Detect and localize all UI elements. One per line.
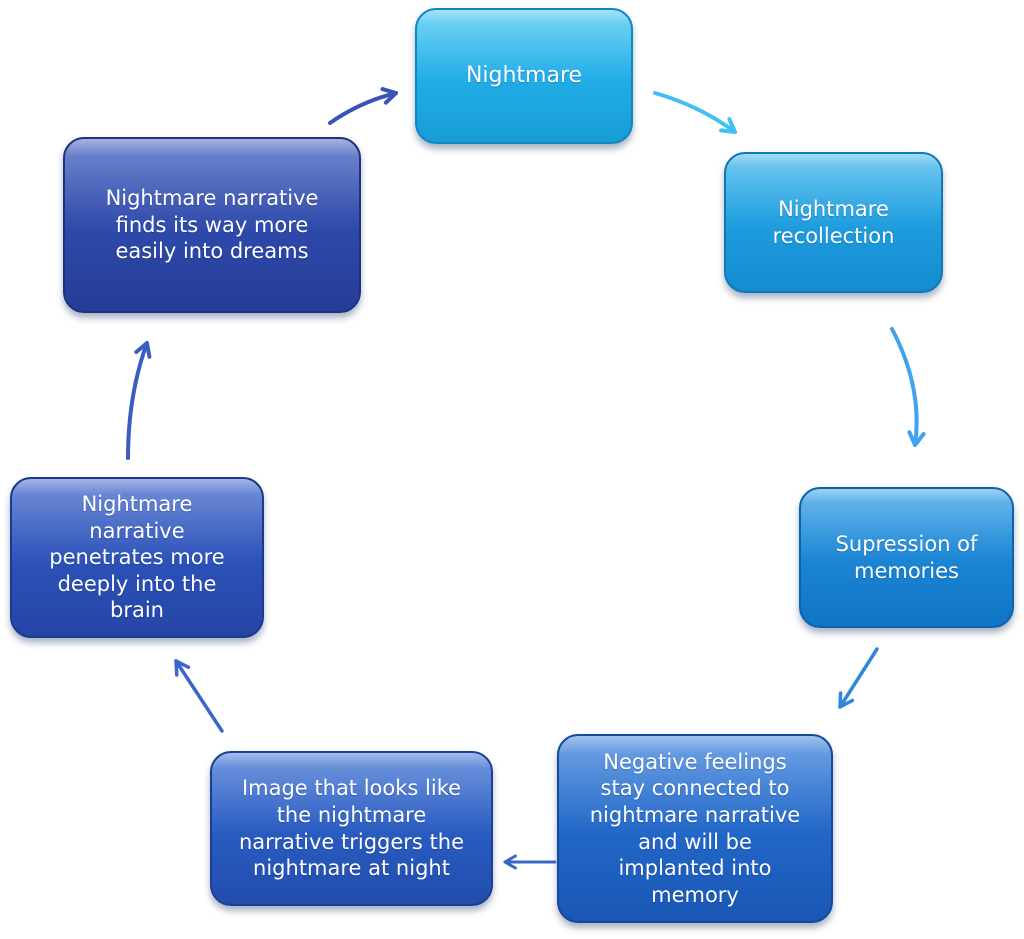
arrow-nightmare-to-recollection	[653, 91, 737, 134]
node-nightmare: Nightmare	[415, 8, 633, 144]
node-label: Image that looks like the nightmare narr…	[238, 776, 465, 881]
arrow-recollection-to-supression	[890, 327, 926, 447]
arrow-dreams-to-nightmare	[328, 87, 398, 125]
arrow-supression-to-negative-feelings	[838, 647, 879, 709]
node-label: Nightmare recollection	[772, 196, 895, 248]
node-label: Supression of memories	[835, 531, 978, 583]
node-narrative-into-dreams: Nightmare narrative finds its way more e…	[63, 137, 361, 313]
node-image-triggers-nightmare: Image that looks like the nightmare narr…	[210, 751, 493, 906]
node-narrative-penetrates-brain: Nightmare narrative penetrates more deep…	[10, 477, 264, 638]
arrow-image-to-penetrates	[174, 659, 224, 733]
node-nightmare-recollection: Nightmare recollection	[724, 152, 943, 293]
node-label: Negative feelings stay connected to nigh…	[589, 749, 801, 907]
arrow-penetrates-to-dreams	[126, 341, 152, 460]
node-supression-of-memories: Supression of memories	[799, 487, 1014, 628]
node-negative-feelings: Negative feelings stay connected to nigh…	[557, 734, 833, 923]
node-label: Nightmare	[465, 63, 583, 89]
node-label: Nightmare narrative finds its way more e…	[105, 186, 319, 264]
node-label: Nightmare narrative penetrates more deep…	[49, 491, 225, 623]
arrow-negative-feelings-to-image	[503, 854, 557, 870]
